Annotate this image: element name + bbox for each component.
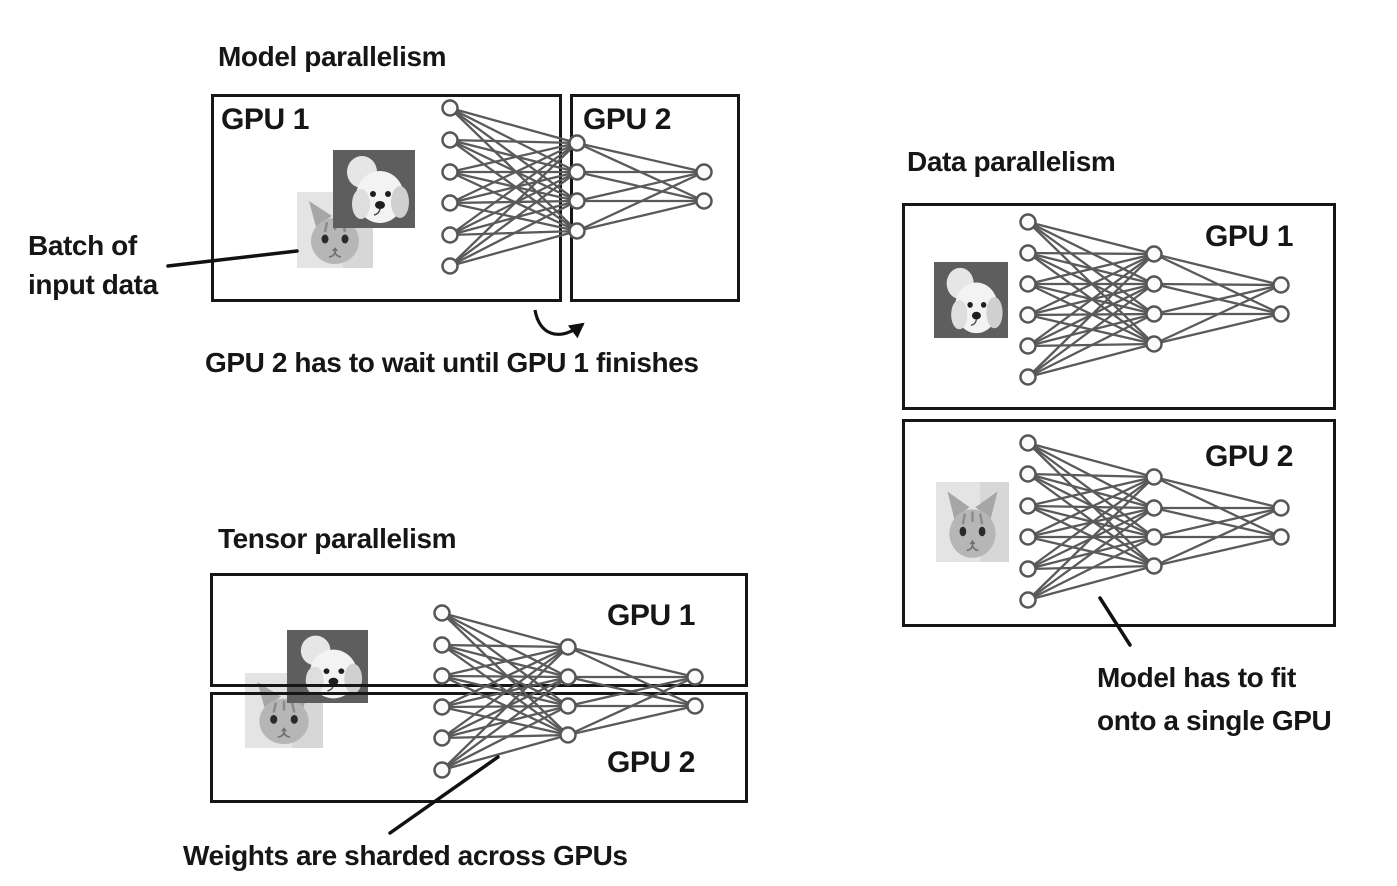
model-dog-photo [333, 150, 415, 228]
data-gpu2-label: GPU 2 [1205, 440, 1294, 473]
gpu1-to-gpu2-arrow [533, 309, 585, 339]
tensor-parallelism-title: Tensor parallelism [218, 523, 457, 554]
dog-image-graphic [934, 262, 1008, 338]
batch-annotation-line1: Batch of [28, 230, 137, 261]
data-cat-photo [936, 482, 1009, 562]
data-parallelism-title: Data parallelism [907, 146, 1116, 177]
tensor-gpu2-label: GPU 2 [607, 746, 696, 779]
model-gpu2-label: GPU 2 [583, 103, 672, 136]
model-gpu1-label: GPU 1 [221, 103, 310, 136]
tensor-sharded-caption: Weights are sharded across GPUs [183, 840, 628, 871]
data-gpu1-label: GPU 1 [1205, 220, 1294, 253]
batch-annotation-line2: input data [28, 269, 158, 300]
data-dog-photo [934, 262, 1008, 338]
model-parallelism-title: Model parallelism [218, 41, 447, 72]
cat-image-graphic [936, 482, 1009, 562]
data-fit-caption-line2: onto a single GPU [1097, 705, 1332, 736]
data-fit-caption-line1: Model has to fit [1097, 662, 1296, 693]
data-gpu1-box [902, 203, 1336, 410]
tensor-gpu1-label: GPU 1 [607, 599, 696, 632]
model-wait-caption: GPU 2 has to wait until GPU 1 finishes [205, 347, 699, 378]
dog-image-graphic [333, 150, 415, 228]
